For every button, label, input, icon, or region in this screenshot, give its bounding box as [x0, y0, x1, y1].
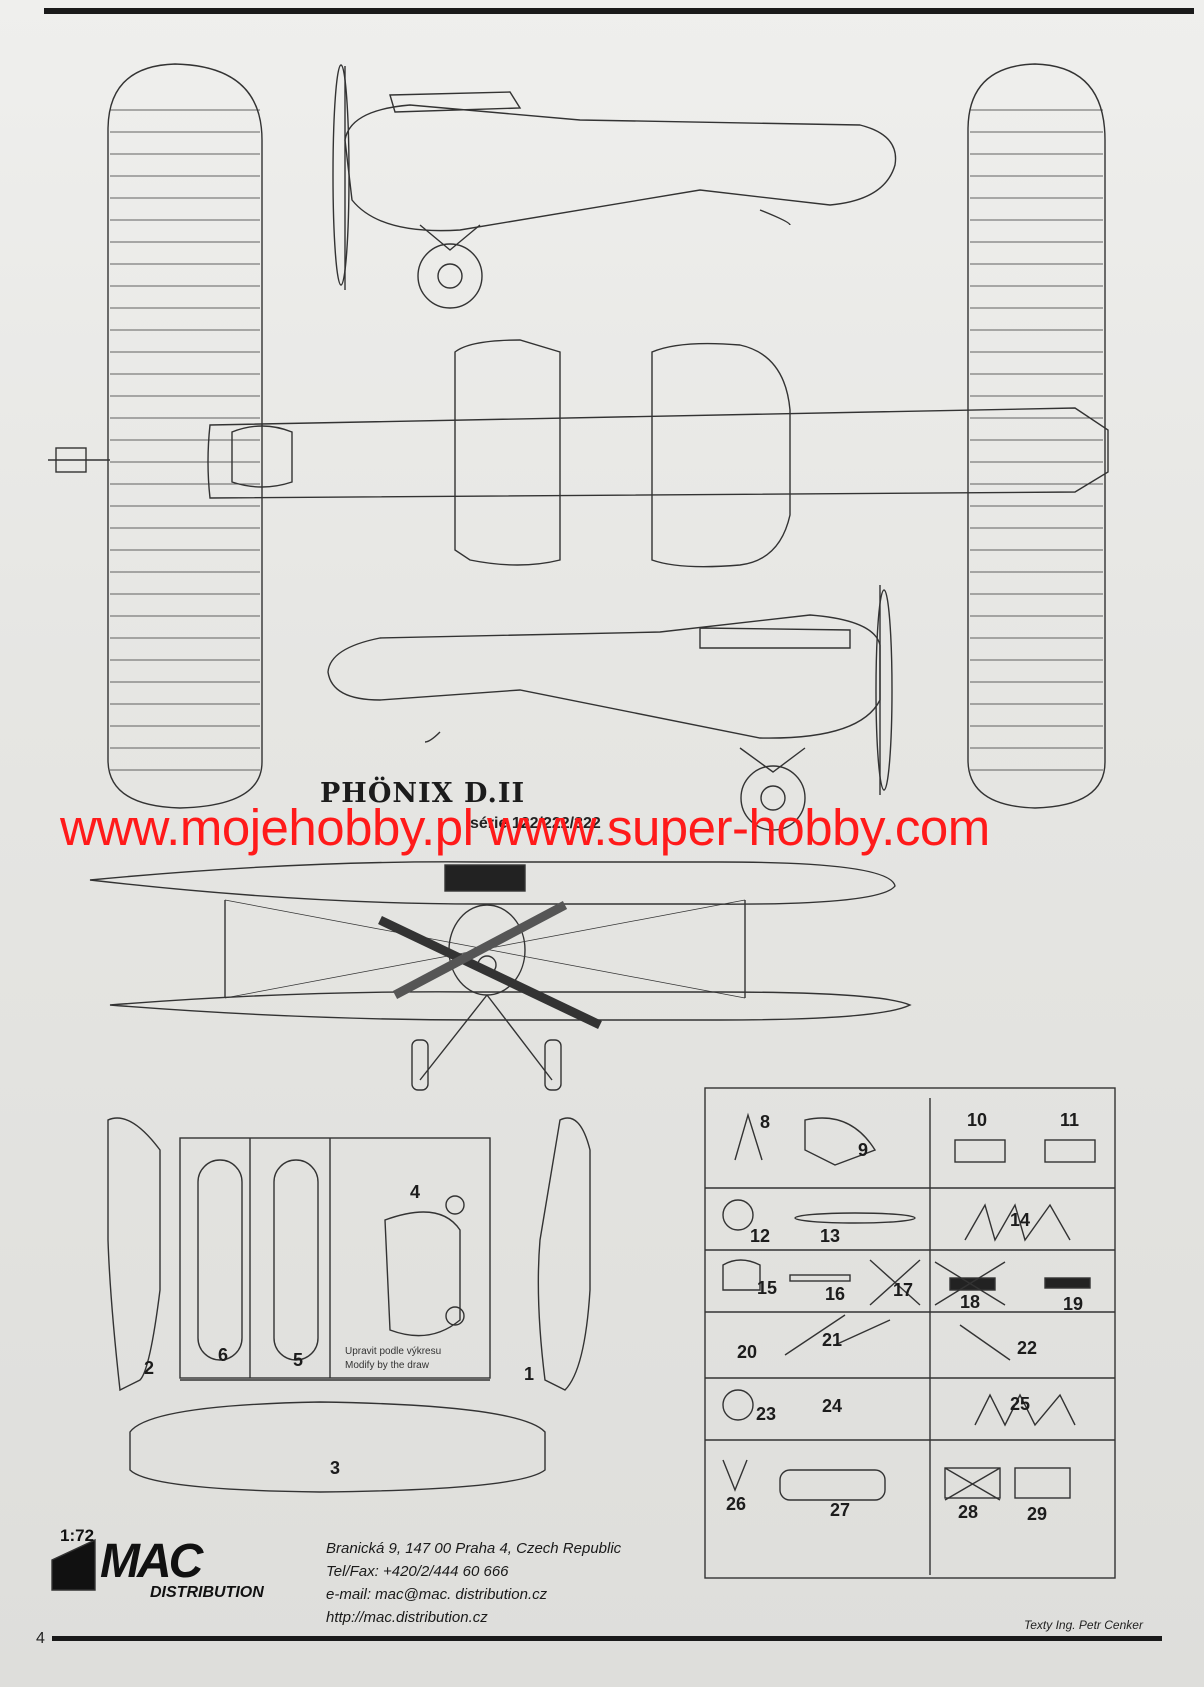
scale-label: 1:72: [60, 1526, 95, 1545]
part-number: 11: [1060, 1110, 1080, 1130]
side-view-lower: [327, 585, 893, 831]
part-number: 17: [893, 1280, 914, 1300]
part-number: 29: [1027, 1504, 1048, 1524]
modify-note-cz: Upravit podle výkresu: [345, 1346, 442, 1357]
brand-name: MAC: [100, 1535, 203, 1588]
part-number: 20: [737, 1342, 758, 1362]
part-number: 1: [524, 1364, 535, 1384]
sprue-left: [107, 1117, 591, 1493]
part-number: 6: [218, 1345, 229, 1365]
top-view-fuselage: [48, 339, 1109, 568]
part-number: 14: [1010, 1210, 1031, 1230]
website-line: http://mac.distribution.cz: [326, 1609, 488, 1626]
sprue-right: [704, 1087, 1116, 1579]
top-rule: [44, 8, 1194, 14]
top-view-left-wing: [107, 63, 263, 809]
part-number: 12: [750, 1226, 771, 1246]
part-number: 9: [858, 1140, 869, 1160]
part-number: 27: [830, 1500, 851, 1520]
part-number: 8: [760, 1112, 771, 1132]
part-number: 26: [726, 1494, 747, 1514]
bottom-rule: [52, 1636, 1162, 1641]
part-number: 4: [410, 1182, 421, 1202]
part-number: 24: [822, 1396, 843, 1416]
side-view-upper: [332, 64, 897, 309]
modify-note: Upravit podle výkresu Modify by the draw: [345, 1345, 441, 1373]
part-number: 3: [330, 1458, 341, 1478]
brand-sub: DISTRIBUTION: [150, 1584, 264, 1601]
aircraft-title: PHÖNIX D.II: [320, 778, 526, 809]
phone-line: Tel/Fax: +420/2/444 60 666: [326, 1563, 509, 1580]
part-number: 21: [822, 1330, 843, 1350]
page-number: 4: [36, 1630, 45, 1647]
part-number: 18: [960, 1292, 981, 1312]
part-number: 5: [293, 1350, 304, 1370]
part-number: 25: [1010, 1394, 1031, 1414]
address-line: Branická 9, 147 00 Praha 4, Czech Republ…: [326, 1540, 622, 1557]
part-number: 15: [757, 1278, 778, 1298]
part-number: 10: [967, 1110, 988, 1130]
modify-note-en: Modify by the draw: [345, 1360, 429, 1371]
part-number: 22: [1017, 1338, 1038, 1358]
part-number: 28: [958, 1502, 979, 1522]
part-number: 16: [825, 1284, 846, 1304]
part-number: 23: [756, 1404, 777, 1424]
watermark: www.mojehobby.pl www.super-hobby.com: [60, 799, 990, 856]
part-number: 13: [820, 1226, 841, 1246]
top-view-right-wing: [967, 63, 1106, 809]
aircraft-series: série 122/222/322: [470, 815, 601, 832]
email-line: e-mail: mac@mac. distribution.cz: [326, 1586, 548, 1603]
author-credit: Texty Ing. Petr Cenker: [1024, 1618, 1143, 1632]
front-view: [89, 861, 912, 1091]
part-number: 2: [144, 1358, 155, 1378]
part-number: 19: [1063, 1294, 1084, 1314]
mac-logo-mark: [51, 1538, 96, 1591]
